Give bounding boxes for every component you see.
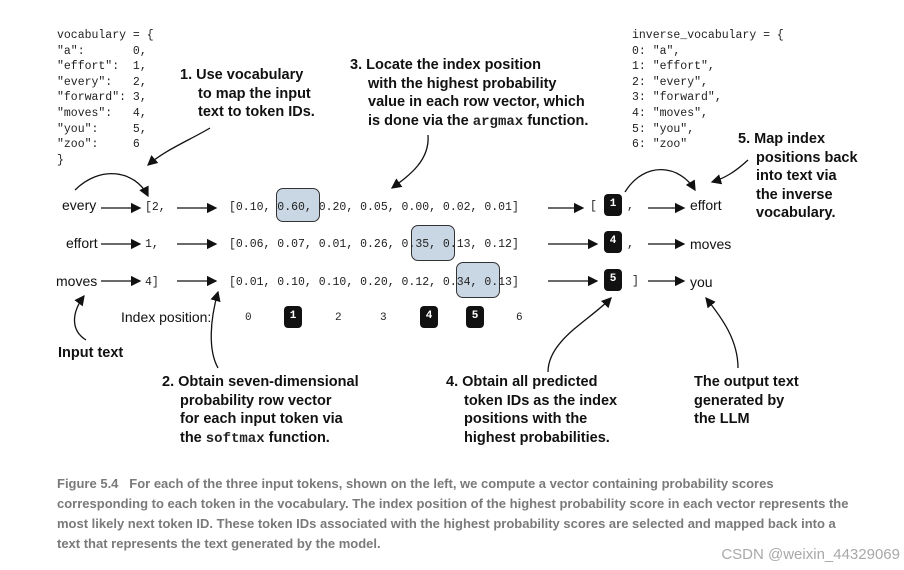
annotation-2-line-3: for each input token via [180,411,343,427]
input-word-row-2: effort [66,235,98,251]
figure-number: Figure 5.4 [57,476,119,491]
index-2: 2 [335,312,342,324]
annotation-5-line-2: positions back [756,149,858,166]
prob-vector-row-1: [0.10, 0.60, 0.20, 0.05, 0.00, 0.02, 0.0… [229,201,519,214]
annotation-step-2: 2. Obtain seven-dimensional probability … [162,373,359,448]
pointer-step-5 [710,159,749,185]
softmax-code: softmax [205,430,265,447]
index-4: 4 [420,306,438,328]
annotation-3-line-2: with the highest probability [368,75,557,92]
annotation-2-text: the [180,429,206,446]
token-id-row-1: [2, [145,201,166,214]
annotation-2-line-2: probability row vector [180,392,332,409]
pointer-step-2 [210,290,221,369]
caption-text: For each of the three input tokens, show… [57,476,849,551]
pointer-step-3 [390,134,429,189]
annotation-5-line-3: into text via [756,168,837,184]
annotation-3-text: is done via the [368,112,473,129]
annotation-3-line-1: 3. Locate the index position [350,57,541,73]
annotation-1-line-2: to map the input [198,85,311,102]
input-word-row-3: moves [56,273,98,289]
index-6: 6 [516,312,523,324]
annotation-5-line-4: the inverse [756,186,833,203]
annotation-3-line-4: is done via the argmax function. [350,112,588,132]
annotation-2-line-1: 2. Obtain seven-dimensional [162,374,359,390]
pointer-output-text [705,296,739,369]
output-text-annotation: The output text generated by the LLM [694,373,799,429]
highlight-max-row-2 [411,225,455,261]
prob-vector-row-3: [0.01, 0.10, 0.10, 0.20, 0.12, 0.34, 0.1… [229,276,519,289]
annotation-4-line-1: 4. Obtain all predicted [446,374,598,390]
argmax-code: argmax [472,113,524,130]
output-word-row-3: you [690,274,713,290]
annotation-2-line-4: the softmax function. [162,429,359,449]
index-position-label: Index position: [121,309,212,325]
annotation-3-text-end: function. [523,112,589,129]
annotation-5-line-5: vocabulary. [756,205,836,221]
output-word-row-1: effort [690,197,722,213]
annotation-4-line-3: positions with the [464,411,588,427]
prob-vector-row-2: [0.06, 0.07, 0.01, 0.26, 0.35, 0.13, 0.1… [229,238,519,251]
index-5: 5 [466,306,484,328]
annotation-3-line-3: value in each row vector, which [368,94,585,110]
figure-caption: Figure 5.4 For each of the three input t… [57,474,857,554]
annotation-1-line-3: text to token IDs. [198,104,315,120]
predicted-id-row-2: 4 [604,231,622,253]
sep-row-3: ] [632,275,639,288]
annotation-5-line-1: 5. Map index [738,131,826,147]
input-text-label: Input text [58,345,124,361]
highlight-max-row-1 [276,188,320,222]
output-annotation-line-3: the LLM [694,411,750,427]
output-annotation-line-2: generated by [694,392,785,409]
pointer-step-1 [147,127,211,166]
vocabulary-code: vocabulary = { "a": 0, "effort": 1, "eve… [57,29,154,167]
annotation-step-3: 3. Locate the index position with the hi… [350,56,588,131]
output-annotation-line-1: The output text [694,374,799,390]
annotation-4-line-2: token IDs as the index [464,392,618,409]
annotation-step-4: 4. Obtain all predicted token IDs as the… [446,373,617,447]
pointer-input-text [73,294,87,341]
token-id-row-2: 1, [145,238,159,251]
inverse-vocabulary-code: inverse_vocabulary = { 0: "a", 1: "effor… [632,29,784,152]
input-word-row-1: every [62,197,97,213]
highlight-max-row-3 [456,262,500,298]
token-id-row-3: 4] [145,276,159,289]
sep-row-2: , [627,238,634,251]
annotation-4-line-4: highest probabilities. [464,429,610,446]
annotation-step-1: 1. Use vocabulary to map the input text … [180,66,315,122]
predicted-id-row-1: 1 [604,194,622,216]
watermark: CSDN @weixin_44329069 [721,546,900,563]
index-1: 1 [284,306,302,328]
open-bracket: [ [590,200,597,213]
sep-row-1: , [627,200,634,213]
pointer-every-to-token [74,173,149,198]
pointer-id-to-effort [624,169,696,193]
annotation-step-5: 5. Map index positions back into text vi… [738,130,858,223]
pointer-step-4 [547,297,612,373]
output-word-row-2: moves [690,236,732,252]
predicted-id-row-3: 5 [604,269,622,291]
annotation-1-line-1: 1. Use vocabulary [180,67,304,83]
index-3: 3 [380,312,387,324]
index-0: 0 [245,312,252,324]
annotation-2-text-end: function. [264,429,330,446]
